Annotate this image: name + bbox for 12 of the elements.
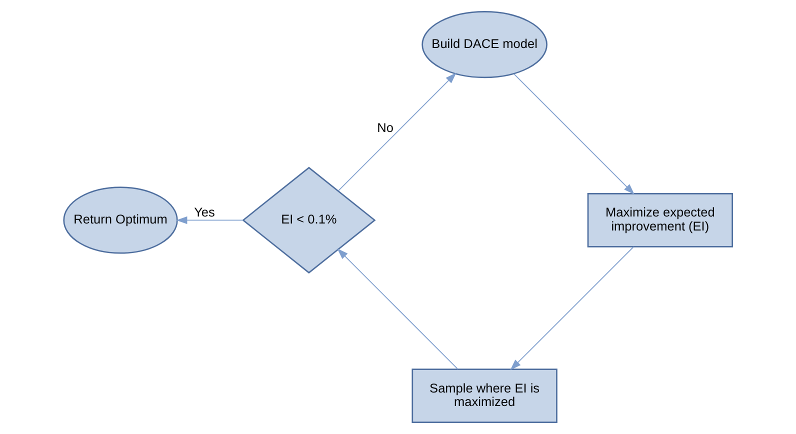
edge-label: No: [377, 120, 394, 136]
edge-label: Yes: [194, 204, 215, 220]
node-ellipse: Return Optimum: [63, 186, 178, 254]
arrow: [176, 216, 244, 224]
arrow: [514, 74, 635, 195]
node-ellipse: Build DACE model: [422, 11, 548, 78]
arrow: [338, 72, 456, 192]
node-diamond: EI < 0.1%: [242, 166, 376, 274]
arrow: [337, 248, 458, 370]
arrow: [510, 246, 634, 370]
node-box: Maximize expected improvement (EI): [587, 193, 734, 248]
node-box: Sample where EI is maximized: [412, 368, 558, 423]
